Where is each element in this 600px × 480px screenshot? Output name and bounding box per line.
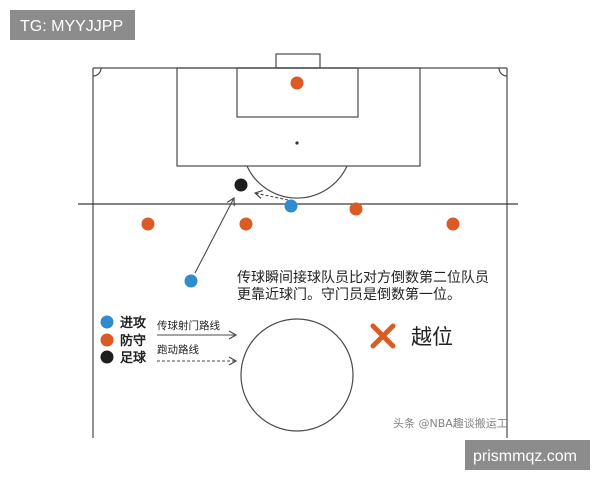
legend-pass-route-label: 传球射门路线 bbox=[157, 319, 220, 332]
tg-badge: TG: MYYJJPP bbox=[10, 10, 135, 40]
legend-defend-label: 防守 bbox=[120, 333, 146, 349]
penalty-spot bbox=[295, 141, 299, 145]
legend-attack-label: 进攻 bbox=[120, 315, 147, 331]
defender-dot bbox=[141, 217, 155, 231]
cross-icon bbox=[370, 323, 396, 349]
ball-dot bbox=[234, 178, 248, 192]
pass-route-arrow bbox=[194, 196, 235, 274]
site-badge-text: prismmqz.com bbox=[473, 448, 577, 465]
offside-label: 越位 bbox=[411, 325, 453, 349]
legend-ball-label: 足球 bbox=[120, 350, 147, 366]
soccer-field bbox=[78, 53, 518, 438]
goalkeeper-dot bbox=[290, 76, 304, 90]
attacker-receiver-dot bbox=[284, 199, 298, 213]
attacker-passer-dot bbox=[184, 274, 198, 288]
legend: 进攻 防守 足球 传球射门路线 跑动路线 bbox=[100, 315, 238, 366]
players bbox=[141, 76, 460, 288]
defender-dot bbox=[446, 217, 460, 231]
watermark: 头条 @NBA趣谈搬运工 bbox=[393, 416, 508, 430]
corner-arc-right bbox=[498, 67, 508, 77]
run-route-arrow bbox=[253, 189, 289, 201]
defender-dot bbox=[239, 217, 253, 231]
tg-badge-text: TG: MYYJJPP bbox=[20, 18, 123, 35]
penalty-arc bbox=[246, 165, 348, 199]
defender-dot bbox=[349, 202, 363, 216]
goal-area bbox=[236, 67, 359, 118]
caption-line-1: 传球瞬间接球队员比对方倒数第二位队员 bbox=[237, 269, 489, 286]
cross-icon-stroke-2 bbox=[370, 323, 396, 349]
legend-attack-dot bbox=[100, 315, 114, 329]
legend-ball-dot bbox=[100, 350, 114, 364]
goal bbox=[275, 53, 321, 69]
caption-line-2: 更靠近球门。守门员是倒数第一位。 bbox=[237, 286, 461, 303]
corner-arc-left bbox=[92, 67, 102, 77]
offside-marker: 越位 bbox=[370, 323, 453, 349]
tg-badge-background bbox=[10, 10, 135, 40]
site-badge-background bbox=[465, 440, 590, 470]
caption: 传球瞬间接球队员比对方倒数第二位队员 更靠近球门。守门员是倒数第一位。 bbox=[237, 269, 489, 303]
site-badge: prismmqz.com bbox=[465, 440, 590, 470]
center-circle bbox=[240, 318, 354, 432]
legend-run-route-label: 跑动路线 bbox=[157, 343, 199, 356]
legend-defend-dot bbox=[100, 333, 114, 347]
